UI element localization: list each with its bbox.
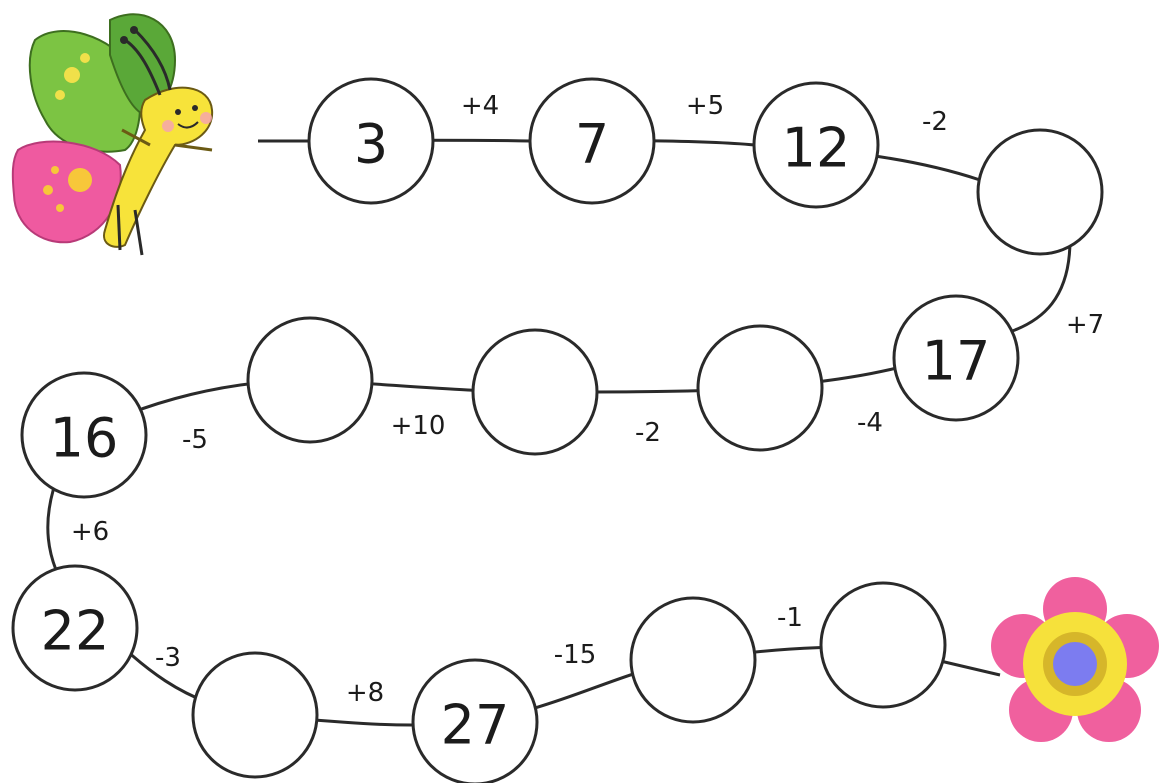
operation-label: -2 <box>635 418 661 448</box>
node-12: 27 <box>411 658 539 783</box>
node-6-empty[interactable] <box>696 324 824 452</box>
node-value: 17 <box>922 330 991 393</box>
operation-label: +6 <box>71 517 109 547</box>
operation-label: +8 <box>346 678 384 708</box>
node-value: 12 <box>782 117 851 180</box>
operation-label: -2 <box>922 107 948 137</box>
operation-label: -15 <box>554 640 596 670</box>
operation-label: -1 <box>777 603 803 633</box>
node-7-empty[interactable] <box>471 328 599 456</box>
operation-label: -3 <box>155 643 181 673</box>
operation-label: +5 <box>686 91 724 121</box>
operation-label: +7 <box>1066 310 1104 340</box>
node-3: 12 <box>752 81 880 209</box>
butterfly-icon <box>11 13 214 256</box>
node-4-empty[interactable] <box>976 128 1104 256</box>
node-value: 3 <box>354 113 388 176</box>
node-11-empty[interactable] <box>191 651 319 779</box>
node-14-empty[interactable] <box>819 581 947 709</box>
node-10: 22 <box>11 564 139 692</box>
operation-label: +4 <box>461 91 499 121</box>
node-13-empty[interactable] <box>629 596 757 724</box>
node-value: 27 <box>441 694 510 757</box>
node-8-empty[interactable] <box>246 316 374 444</box>
node-2: 7 <box>528 77 656 205</box>
node-value: 16 <box>50 407 119 470</box>
node-1: 3 <box>307 77 435 205</box>
node-9: 16 <box>20 371 148 499</box>
node-value: 7 <box>575 113 609 176</box>
node-value: 22 <box>41 600 110 663</box>
operation-label: +10 <box>391 411 446 441</box>
operation-label: -5 <box>182 425 208 455</box>
flower-icon <box>991 577 1159 742</box>
operation-label: -4 <box>857 408 883 438</box>
node-5: 17 <box>892 294 1020 422</box>
